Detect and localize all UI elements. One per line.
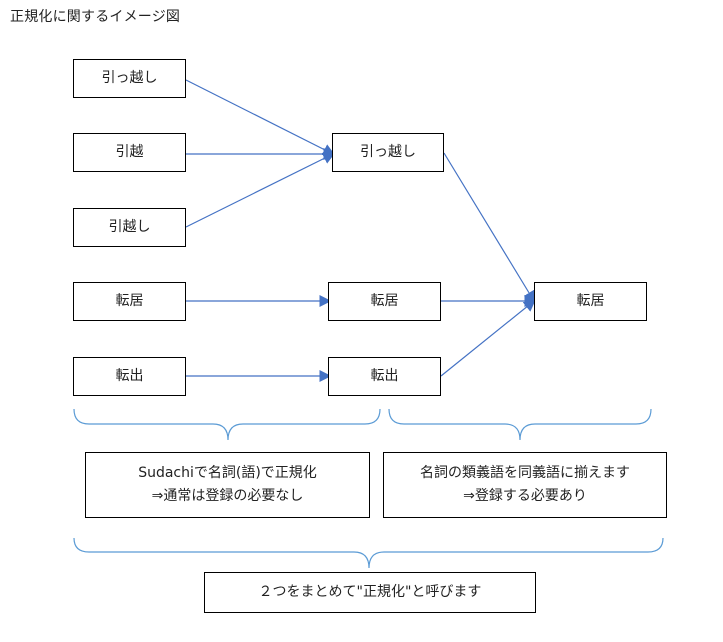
node-hikkoshi: 引っ越し — [73, 59, 186, 98]
node-tenshutsu-left: 転出 — [73, 357, 186, 396]
node-tenkyo-middle: 転居 — [328, 282, 441, 321]
arrow-hikkoshi3-to-hikkoshi — [185, 152, 336, 228]
note-line: 名詞の類義語を同義語に揃えます — [420, 465, 630, 482]
node-label: 引っ越し — [360, 144, 416, 161]
node-label: 引越し — [108, 219, 151, 236]
note-sudachi: Sudachiで名詞(語)で正規化 ⇒通常は登録の必要なし — [85, 452, 370, 518]
node-label: 引っ越し — [101, 70, 158, 87]
note-synonyms: 名詞の類義語を同義語に揃えます ⇒登録する必要あり — [383, 452, 667, 518]
arrow-tenshutsu-to-tenkyo — [440, 299, 536, 377]
note-line: ２つをまとめて"正規化"と呼びます — [258, 584, 482, 601]
node-label: 転居 — [370, 293, 399, 310]
bracket-left — [73, 408, 381, 441]
note-line: Sudachiで名詞(語)で正規化 — [138, 465, 317, 482]
note-line: ⇒登録する必要あり — [463, 488, 587, 504]
bracket-right — [388, 408, 652, 441]
node-hikkoshi-normalized: 引っ越し — [332, 133, 444, 172]
node-hikkoshi-short: 引越 — [73, 133, 186, 172]
arrow-hikkoshi-to-hikkoshi — [185, 79, 336, 156]
node-label: 引越 — [115, 144, 144, 161]
note-line: ⇒通常は登録の必要なし — [151, 488, 304, 504]
diagram-title: 正規化に関するイメージ図 — [10, 9, 181, 25]
arrow-hikkoshi-to-tenkyo — [443, 152, 536, 304]
node-label: 転居 — [576, 293, 605, 310]
note-summary: ２つをまとめて"正規化"と呼びます — [204, 572, 536, 613]
node-label: 転出 — [370, 368, 399, 385]
bracket-bottom — [73, 537, 664, 569]
node-hikkoshi-variant: 引越し — [73, 208, 186, 247]
node-tenkyo-final: 転居 — [534, 282, 647, 321]
node-label: 転居 — [115, 293, 144, 310]
node-tenkyo-left: 転居 — [73, 282, 186, 321]
node-tenshutsu-middle: 転出 — [328, 357, 441, 396]
node-label: 転出 — [115, 368, 144, 385]
